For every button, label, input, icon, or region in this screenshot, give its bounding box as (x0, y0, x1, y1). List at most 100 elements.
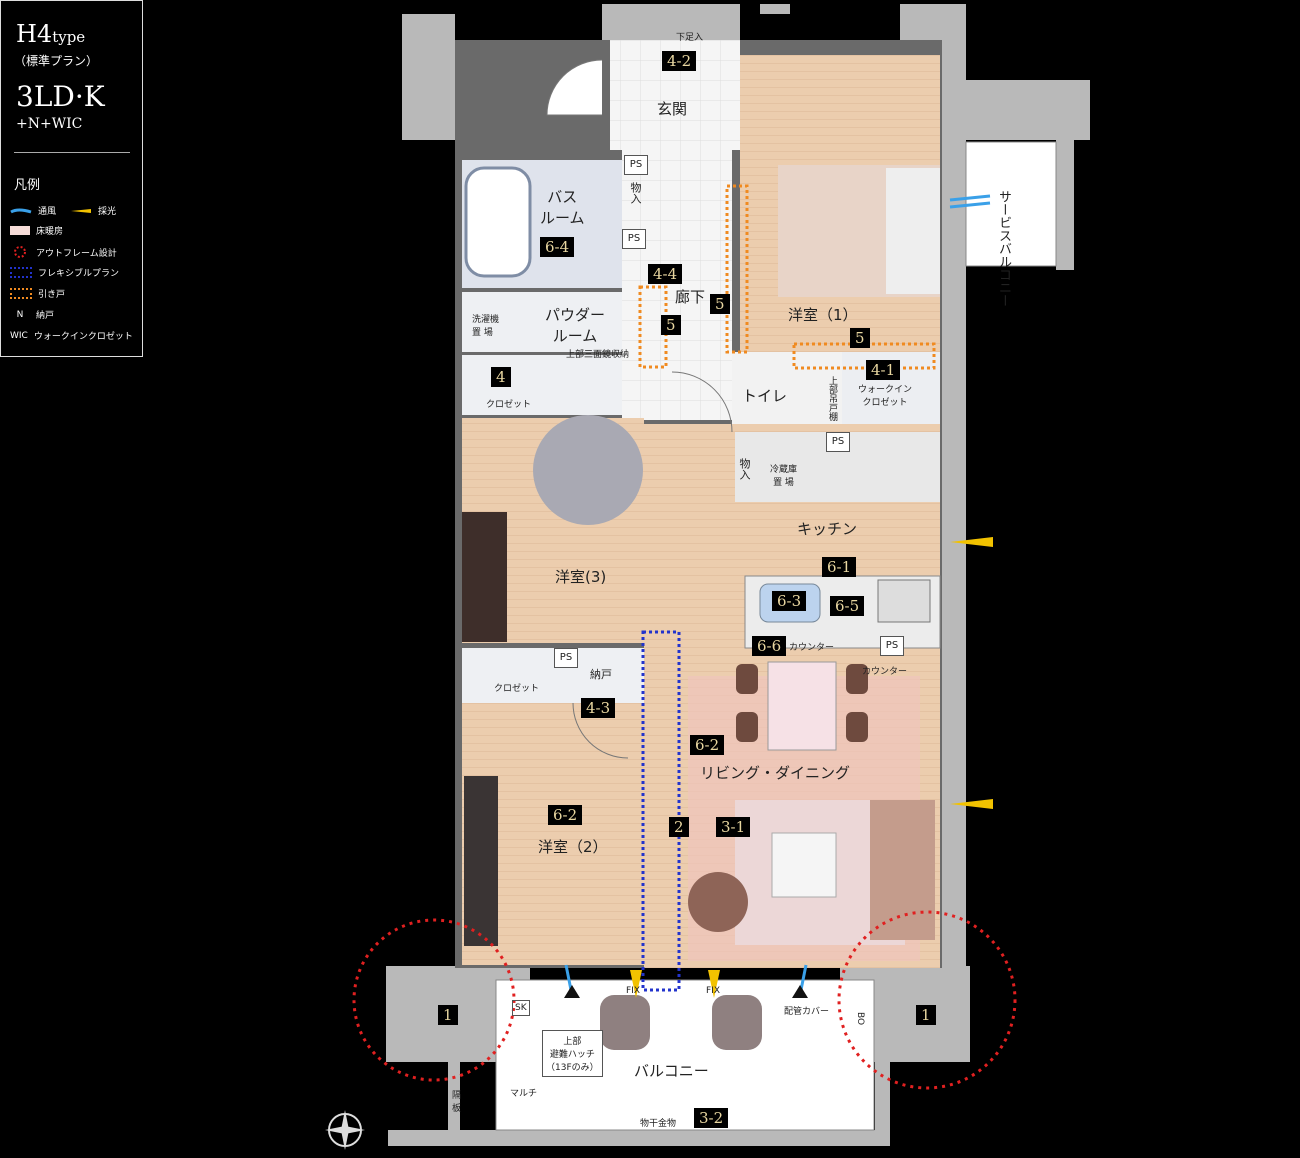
toilet-floor (732, 352, 842, 424)
sofa (870, 800, 935, 940)
tag-2: 2 (669, 817, 689, 837)
label-storage-kitchen: 物入 (738, 458, 751, 480)
floor-heating-swatch (10, 226, 30, 235)
legend-row-floor-heating: 床暖房 (10, 224, 63, 237)
tag-1-left: 1 (438, 1005, 458, 1025)
legend-label-daylight: 採光 (98, 207, 117, 217)
bathtub (464, 166, 532, 278)
legend-label-ventilation: 通風 (38, 207, 57, 217)
tag-6-1: 6-1 (822, 557, 857, 577)
label-mirror-storage: 上部三面鏡収納 (566, 350, 630, 360)
tag-4: 4 (491, 367, 511, 387)
daylight-icon (71, 208, 92, 213)
daylight-marker-kitchen (950, 537, 993, 547)
bed-pillows (886, 168, 940, 294)
ps-box-3: PS (826, 432, 850, 452)
tag-5-hall: 5 (710, 294, 730, 314)
ps-box-4: PS (554, 648, 578, 668)
tag-1-right: 1 (916, 1005, 936, 1025)
room-label-western3: 洋室(3) (555, 568, 607, 586)
label-shoe-cabinet: 下足入 (676, 33, 704, 43)
tag-3-2: 3-2 (694, 1108, 729, 1128)
label-fridge-space: 冷蔵庫 置 場 (770, 465, 798, 488)
label-closet-western3: クロゼット (486, 400, 532, 410)
room-label-western1: 洋室（1） (788, 306, 858, 324)
label-sk: SK (512, 1000, 530, 1016)
flexible-plan-zone (641, 630, 681, 992)
room-label-wic: ウォークイン クロゼット (858, 385, 913, 408)
label-partition: 隔 板 (452, 1091, 462, 1114)
room-label-kitchen: キッチン (797, 520, 858, 538)
balcony-chair-left (600, 995, 650, 1050)
room-label-nando: 納戸 (590, 668, 612, 681)
tag-4-3: 4-3 (581, 698, 616, 718)
western2-door (572, 702, 629, 759)
layout-title: 3LD·K (16, 80, 105, 113)
legend-panel: H4type （標準プラン） 3LD·K +N+WIC 凡例 通風 採光 床暖房… (0, 0, 143, 357)
tag-3-1: 3-1 (716, 817, 751, 837)
legend-label-floor-heating: 床暖房 (36, 227, 64, 237)
sliding-door-icon (10, 288, 32, 299)
legend-row-sliding: 引き戸 (10, 287, 65, 300)
powder-floor (462, 292, 647, 352)
legend-row-nando: N 納戸 (10, 308, 55, 322)
outframe-circle-right (837, 910, 1017, 1090)
flexible-plan-icon (10, 267, 32, 278)
toilet-door (671, 371, 733, 433)
tag-4-4: 4-4 (648, 264, 683, 284)
coffee-table (771, 832, 837, 898)
layout-extra: +N+WIC (16, 116, 83, 132)
wic-abbrev: WIC (10, 330, 28, 341)
legend-row-wic: WIC ウォークインクロゼット (10, 329, 133, 343)
outframe-icon (14, 246, 26, 258)
room-label-toilet: トイレ (742, 387, 788, 405)
legend-row-wind-light: 通風 採光 (10, 204, 116, 217)
tag-6-4: 6-4 (540, 237, 575, 257)
label-pipe-cover: 配管カバー (784, 1007, 830, 1017)
legend-label-flexible: フレキシブルプラン (38, 269, 120, 279)
legend-label-nando: 納戸 (36, 311, 55, 321)
dining-chairs (736, 664, 868, 742)
label-escape-hatch: 上部 避難ハッチ （13Fのみ） (542, 1030, 603, 1077)
stove (877, 579, 931, 623)
tag-5-powder: 5 (661, 315, 681, 335)
legend-heading: 凡例 (14, 178, 41, 193)
tag-6-5: 6-5 (830, 596, 865, 616)
label-fix-left: FIX (626, 986, 640, 996)
tag-6-3: 6-3 (772, 591, 807, 611)
label-washer-space: 洗濯機 置 場 (472, 315, 500, 338)
room-label-service-balcony: サービスバルコニー (996, 190, 1011, 307)
label-bo: BO (855, 1012, 865, 1026)
hallway-floor (622, 150, 732, 420)
label-clothes-dryer: 物干金物 (640, 1119, 677, 1129)
room-label-entrance: 玄関 (657, 100, 688, 118)
label-counter-1: カウンター (789, 643, 835, 653)
tv-board (464, 776, 498, 946)
balcony-chair-right (712, 995, 762, 1050)
ps-box-2: PS (622, 229, 646, 249)
nando-abbrev: N (16, 309, 24, 320)
label-storage-hall: 物入 (629, 182, 642, 204)
compass-icon (325, 1110, 365, 1150)
plan-note: （標準プラン） (14, 54, 99, 68)
ps-box-1: PS (624, 155, 648, 175)
label-counter-2: カウンター (862, 667, 908, 677)
balcony-markers (564, 964, 808, 998)
tag-6-2-living: 6-2 (690, 735, 725, 755)
ottoman (688, 872, 748, 932)
closet-nando-floor (462, 648, 644, 703)
ventilation-icon (10, 208, 32, 213)
legend-label-wic: ウォークインクロゼット (33, 332, 133, 342)
front-door (546, 59, 603, 116)
tag-6-6: 6-6 (752, 636, 787, 656)
room-label-hallway: 廊下 (675, 288, 706, 306)
room-label-balcony: バルコニー (634, 1062, 709, 1080)
label-multi: マルチ (510, 1089, 538, 1099)
label-fix-right: FIX (706, 986, 720, 996)
ventilation-marker-service (949, 194, 991, 209)
legend-divider (14, 152, 130, 153)
room-label-living: リビング・ダイニング (700, 764, 851, 782)
tag-5-wic: 5 (850, 328, 870, 348)
room-label-powder: パウダー ルーム (545, 306, 606, 345)
